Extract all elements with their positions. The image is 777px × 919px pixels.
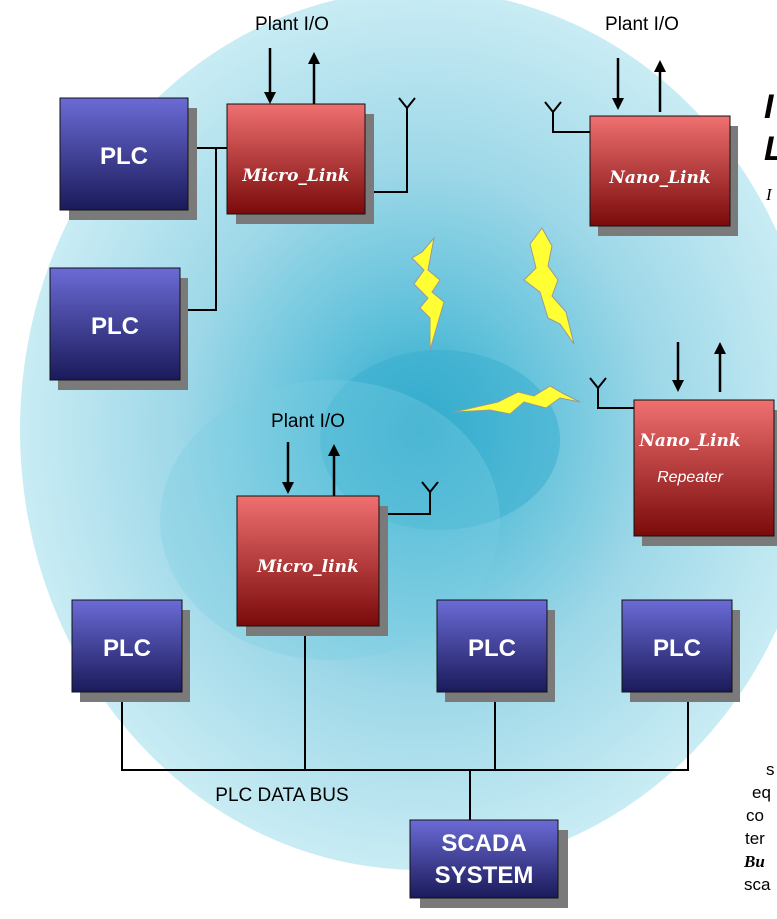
antenna-icon [544,101,562,114]
micro-link-bottom: Micro_link [236,495,388,636]
plc-label: PLC [100,143,148,170]
antenna-icon [589,377,607,390]
plc-block: PLC [71,599,190,702]
paragraph-fragment: ter [745,829,765,848]
micro-link-label: Micro_Link [242,166,350,186]
paragraph-fragment: Bu [743,852,765,871]
paragraph-fragment: eq [752,783,771,802]
lightning-icon [411,236,445,351]
plc-blocks: PLC PLC PLC PLC PLC [49,97,740,702]
plc-label: PLC [103,635,151,662]
paragraph-fragment: s [766,760,775,779]
plant-io-arrows [264,48,726,496]
micro-link-label: Micro_link [256,557,358,577]
paragraph-fragment: co [746,806,764,825]
heading-fragment: L [764,130,777,168]
repeater-subtitle: Repeater [657,469,723,486]
micro-link-top: Micro_Link [226,103,374,224]
plant-io-label: Plant I/O [271,411,345,432]
lightning-icon [523,227,575,345]
scada-line2: SYSTEM [435,862,534,889]
plc-data-bus-label: PLC DATA BUS [215,785,348,806]
plant-io-labels: Plant I/O Plant I/O Plant I/O [255,14,679,432]
paragraph-fragment: sca [744,875,771,894]
link-modules: Micro_Link Nano_Link Nano_Link Repeater … [226,103,777,636]
antennas [398,97,607,494]
heading-fragment: I [764,88,775,126]
plc-block: PLC [621,599,740,702]
scada-system: SCADA SYSTEM [409,819,568,908]
scada-line1: SCADA [441,830,526,857]
nano-link: Nano_Link [589,115,738,236]
plc-block: PLC [59,97,197,220]
antenna-icon [421,481,439,494]
repeater-title: Nano_Link [638,431,740,451]
plant-io-label: Plant I/O [605,14,679,35]
clipped-side-text: I L I s eq co ter Bu sca [743,88,777,894]
antenna-icon [398,97,416,110]
plc-block: PLC [49,267,188,390]
nano-link-repeater: Nano_Link Repeater [633,399,777,546]
note-fragment: I [765,185,773,204]
plant-io-label: Plant I/O [255,14,329,35]
plc-label: PLC [91,313,139,340]
wireless-links [411,227,581,415]
plc-block: PLC [436,599,555,702]
nano-link-label: Nano_Link [608,168,710,188]
plc-label: PLC [468,635,516,662]
lightning-icon [453,385,581,415]
plc-label: PLC [653,635,701,662]
